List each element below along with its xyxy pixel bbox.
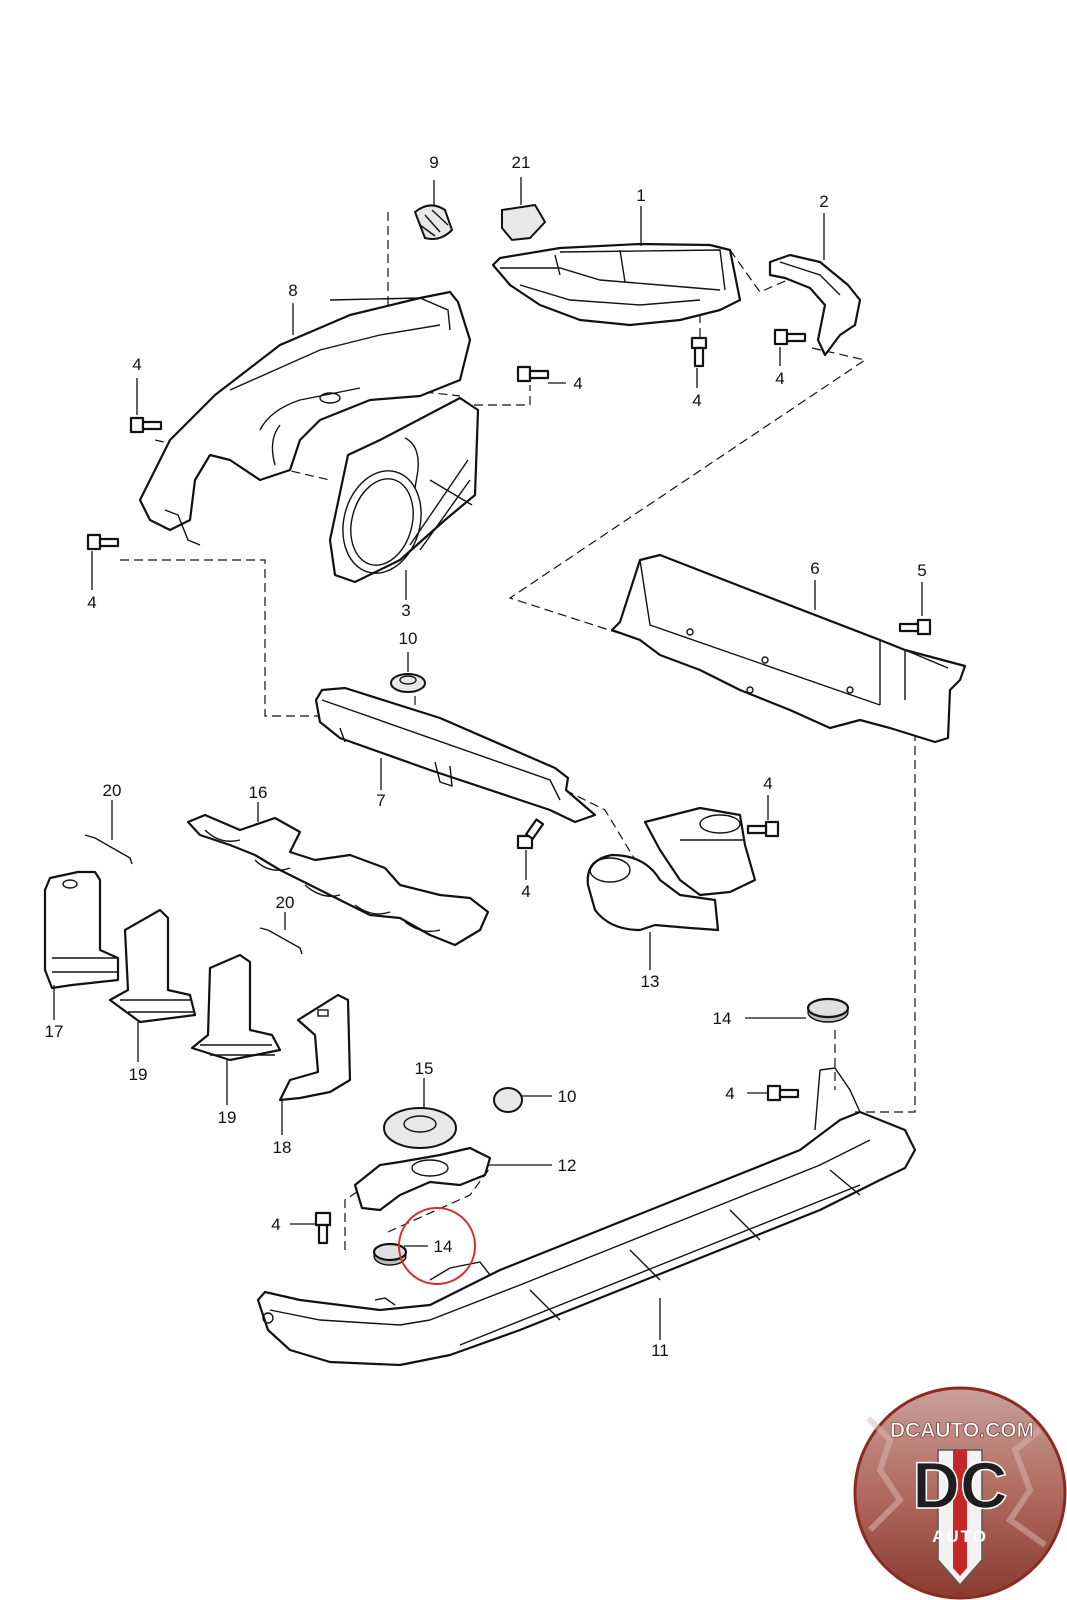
callout-11: 11 — [651, 1341, 669, 1360]
callout-19: 19 — [218, 1108, 237, 1127]
bolt-icon — [129, 416, 163, 434]
callout-21: 21 — [512, 153, 531, 172]
callout-2: 2 — [819, 192, 828, 211]
callout-15: 15 — [415, 1059, 434, 1078]
bolt-icon — [773, 328, 807, 346]
bolt-icon — [516, 365, 550, 383]
callout-8: 8 — [288, 281, 297, 300]
callout-1: 1 — [636, 186, 645, 205]
callout-4: 4 — [271, 1215, 280, 1234]
callout-4: 4 — [521, 882, 530, 901]
part-10-grommet-upper — [390, 673, 426, 693]
bolt-icon — [690, 336, 708, 368]
part-11-lower-tray — [256, 1067, 917, 1367]
bolt-icon — [766, 1084, 800, 1102]
callout-4: 4 — [763, 774, 772, 793]
callout-7: 7 — [376, 791, 385, 810]
callout-13: 13 — [641, 972, 660, 991]
part-19-bracket-b — [190, 953, 282, 1062]
callout-5: 5 — [917, 561, 926, 580]
callout-19: 19 — [129, 1065, 148, 1084]
part-18-bracket — [278, 993, 352, 1102]
part-16-shield — [186, 813, 490, 947]
part-13-heater-duct — [586, 806, 757, 932]
bolt-icon — [314, 1211, 332, 1245]
part-21-clip — [501, 203, 547, 242]
leader-lines — [53, 177, 923, 1340]
callout-4: 4 — [775, 369, 784, 388]
part-19-bracket-a — [108, 908, 197, 1024]
callout-10: 10 — [399, 629, 418, 648]
callout-12: 12 — [558, 1156, 577, 1175]
callout-4: 4 — [573, 374, 582, 393]
part-14-cap-upper — [806, 997, 850, 1023]
part-20-pin-lower — [259, 927, 303, 955]
callouts: 9 21 1 2 8 4 4 4 4 4 3 6 5 10 7 4 20 16 … — [45, 153, 927, 1360]
logo-main-text: DC — [912, 1448, 1007, 1522]
callout-14: 14 — [713, 1009, 732, 1028]
part-6-rear-channel — [610, 553, 967, 744]
callout-6: 6 — [810, 559, 819, 578]
callout-14: 14 — [434, 1237, 453, 1256]
callout-16: 16 — [249, 783, 268, 802]
part-9-grommet — [413, 204, 454, 240]
part-12-plate — [353, 1146, 492, 1212]
bolt-icon — [86, 533, 120, 551]
part-10-grommet-lower — [493, 1087, 523, 1113]
part-20-pin-upper — [84, 834, 133, 865]
callout-4: 4 — [87, 593, 96, 612]
bolt-icon — [898, 618, 932, 636]
callout-4: 4 — [132, 355, 141, 374]
callout-3: 3 — [401, 601, 410, 620]
part-3-side-panel — [328, 396, 480, 584]
callout-4: 4 — [692, 391, 701, 410]
part-15-grommet — [383, 1107, 457, 1149]
dcauto-logo: DCAUTO.COM DC AUTO — [853, 1386, 1067, 1600]
callout-20: 20 — [276, 893, 295, 912]
highlight-circle — [398, 1207, 476, 1285]
bolt-icon — [746, 820, 780, 838]
part-14-cap-lower — [372, 1242, 408, 1266]
part-8-left-shroud — [138, 290, 472, 546]
part-1-upper-duct — [491, 242, 742, 327]
callout-20: 20 — [103, 781, 122, 800]
callout-17: 17 — [45, 1022, 64, 1041]
logo-url-text: DCAUTO.COM — [890, 1419, 1034, 1442]
part-7-strip — [314, 686, 597, 824]
callout-9: 9 — [429, 153, 438, 172]
part-2-bracket — [768, 253, 862, 357]
part-17-bracket — [43, 870, 120, 990]
logo-sub-text: AUTO — [932, 1527, 988, 1546]
callout-10: 10 — [558, 1087, 577, 1106]
callout-4: 4 — [725, 1084, 734, 1103]
callout-18: 18 — [273, 1138, 292, 1157]
bolt-icon — [516, 818, 545, 850]
